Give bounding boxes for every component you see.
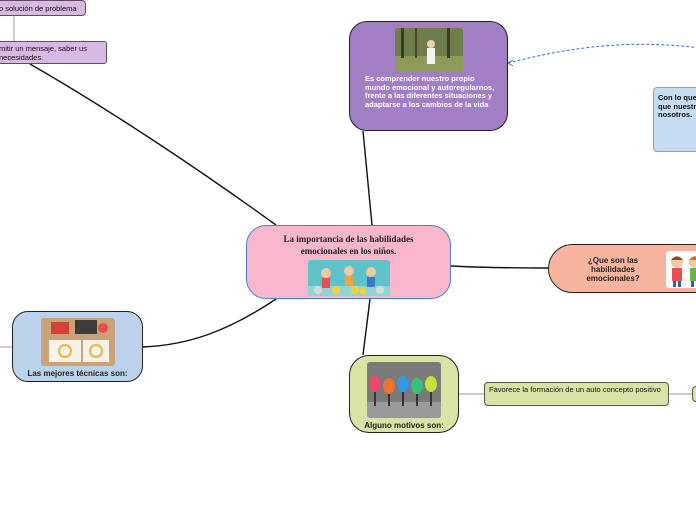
- connector-central-to-definicion: [362, 130, 373, 226]
- central-topic-title: La importancia de las habilidades emocio…: [283, 234, 414, 256]
- what-are-image: [666, 251, 696, 288]
- topic-green-stub[interactable]: [692, 386, 696, 402]
- connector-central-to-tecnicas: [142, 298, 277, 348]
- techniques-image: [40, 318, 115, 366]
- topic-mensaje[interactable]: mitir un mensaje, saber us necesidades.: [0, 41, 107, 64]
- central-topic[interactable]: La importancia de las habilidades emocio…: [246, 225, 451, 299]
- dashed-link-arrowhead: [507, 59, 514, 67]
- definition-text: Es comprender nuestro propio mundo emoci…: [365, 74, 495, 109]
- topic-favorece[interactable]: Favorece la formación de un auto concept…: [484, 382, 669, 406]
- definition-node[interactable]: Es comprender nuestro propio mundo emoci…: [349, 21, 508, 131]
- topic-solucion[interactable]: o solución de problema: [0, 0, 86, 16]
- connector-central-to-que-son: [450, 265, 549, 269]
- topic-favorece-text: Favorece la formación de un auto concept…: [489, 385, 661, 394]
- central-image: [307, 260, 390, 296]
- dashed-link-definicion: [507, 43, 696, 64]
- topic-con-lo-que-text: Con lo que que nuestr nosotros.: [658, 93, 696, 119]
- motives-text: Alguno motivos son:: [364, 421, 444, 430]
- topic-solucion-text: o solución de problema: [0, 4, 77, 13]
- techniques-text: Las mejores técnicas son:: [27, 369, 128, 378]
- motives-node[interactable]: Alguno motivos son:: [349, 355, 459, 433]
- topic-con-lo-que[interactable]: Con lo que que nuestr nosotros.: [653, 87, 696, 152]
- what-are-text: ¿Que son las habilidades emocionales?: [586, 256, 640, 283]
- what-are-node[interactable]: ¿Que son las habilidades emocionales?: [548, 244, 696, 293]
- connector-central-to-motivos: [362, 298, 371, 356]
- definition-image: [394, 28, 463, 72]
- techniques-node[interactable]: Las mejores técnicas son:: [12, 311, 143, 382]
- connector-central-to-mensaje: [29, 63, 277, 226]
- motives-image: [367, 362, 441, 418]
- topic-mensaje-text: mitir un mensaje, saber us necesidades.: [0, 44, 87, 62]
